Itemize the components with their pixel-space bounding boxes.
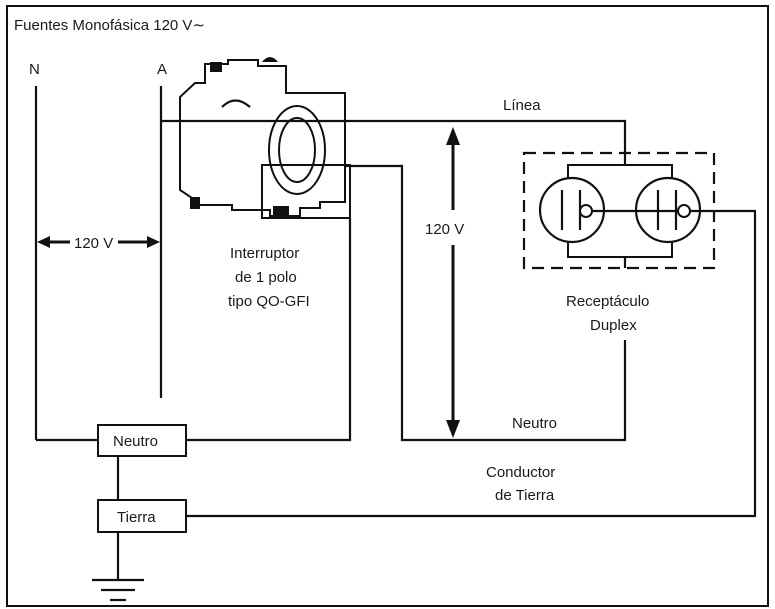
- bus-a-label: A: [157, 61, 167, 78]
- line-label: Línea: [503, 97, 541, 114]
- breaker-neutral-pigtail: [186, 218, 352, 442]
- voltage-label-horizontal: 120 V: [74, 235, 113, 252]
- gfi-breaker: [179, 57, 351, 219]
- voltage-arrow-vertical: [446, 127, 460, 438]
- breaker-label-line2: de 1 polo: [235, 269, 297, 286]
- earth-ground-icon: [92, 532, 144, 602]
- breaker-label-line1: Interruptor: [230, 245, 299, 262]
- diagram-title: Fuentes Monofásica 120 V∼: [14, 17, 205, 34]
- voltage-label-vertical: 120 V: [425, 221, 464, 238]
- bus-n-label: N: [29, 61, 40, 78]
- breaker-label-line3: tipo QO-GFI: [228, 293, 310, 310]
- neutral-bar-label: Neutro: [113, 433, 158, 450]
- load-neutral-wire: [345, 164, 627, 442]
- diagram-frame: [6, 5, 769, 607]
- neutral-bar-box: [97, 424, 187, 457]
- ground-conductor-wire: [186, 209, 757, 518]
- receptacle-label-line2: Duplex: [590, 317, 637, 334]
- receptacle-label-line1: Receptáculo: [566, 293, 649, 310]
- neutral-wire-label: Neutro: [512, 415, 557, 432]
- voltage-arrow-horizontal: [37, 236, 160, 248]
- duplex-receptacle: [522, 151, 716, 270]
- ground-bar-label: Tierra: [117, 509, 156, 526]
- ground-conductor-label-line1: Conductor: [486, 464, 555, 481]
- ground-conductor-label-line2: de Tierra: [495, 487, 555, 504]
- ground-bar-box: [97, 499, 187, 533]
